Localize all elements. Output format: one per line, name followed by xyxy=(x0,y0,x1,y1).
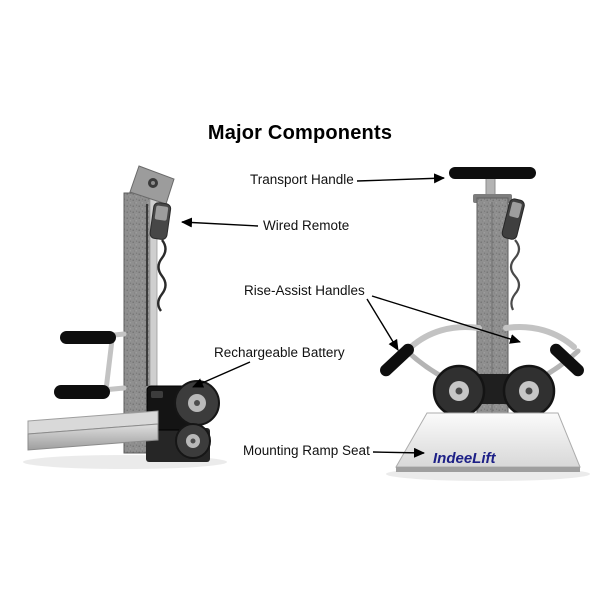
rise-assist-tube-right xyxy=(503,324,577,350)
rise-assist-arrow-left xyxy=(366,298,399,351)
transport-handle-label: Transport Handle xyxy=(250,172,354,187)
platform-edge-side xyxy=(27,423,159,451)
wheel-bolt xyxy=(525,387,533,395)
rise-assist-arrow-right xyxy=(371,295,521,344)
rise-assist-grip-top xyxy=(60,331,116,344)
remote-buttons xyxy=(154,205,169,221)
wired-remote-arrow xyxy=(181,217,259,228)
pulley-bolt-center xyxy=(151,181,155,185)
wired-remote-device-front xyxy=(501,198,525,240)
rise-assist-grip-left xyxy=(380,343,414,377)
wheel-bolt xyxy=(455,387,463,395)
wired-remote-device xyxy=(149,202,172,240)
front-view-lift: IndeeLift xyxy=(380,167,590,481)
transport-handle-grip xyxy=(449,167,536,179)
rechargeable-battery-arrow xyxy=(192,361,251,388)
remote-buttons xyxy=(509,201,522,218)
transport-handle-arrow xyxy=(356,173,445,184)
battery-latch xyxy=(151,391,163,398)
rise-assist-grip-right xyxy=(550,343,584,377)
wheel-bolt xyxy=(190,438,196,444)
wired-remote-label: Wired Remote xyxy=(263,218,350,233)
diagram-title: Major Components xyxy=(207,122,393,144)
wheel-bolt xyxy=(194,400,200,406)
annotation-arrows xyxy=(181,173,521,458)
rise-assist-tube-left xyxy=(408,324,482,350)
remote-cord xyxy=(157,239,167,312)
mounting-ramp-seat-label: Mounting Ramp Seat xyxy=(243,443,370,458)
mounting-ramp-seat-arrow xyxy=(372,447,425,458)
rechargeable-battery-label: Rechargeable Battery xyxy=(214,345,345,360)
brand-logo: IndeeLift xyxy=(433,450,497,467)
remote-cord-front xyxy=(509,239,521,311)
rise-assist-handles-label: Rise-Assist Handles xyxy=(244,283,365,298)
side-view-lift xyxy=(23,165,227,469)
platform-lip xyxy=(396,467,580,472)
handle-tube-vertical xyxy=(103,337,115,393)
rise-assist-grip-bottom xyxy=(54,385,110,399)
